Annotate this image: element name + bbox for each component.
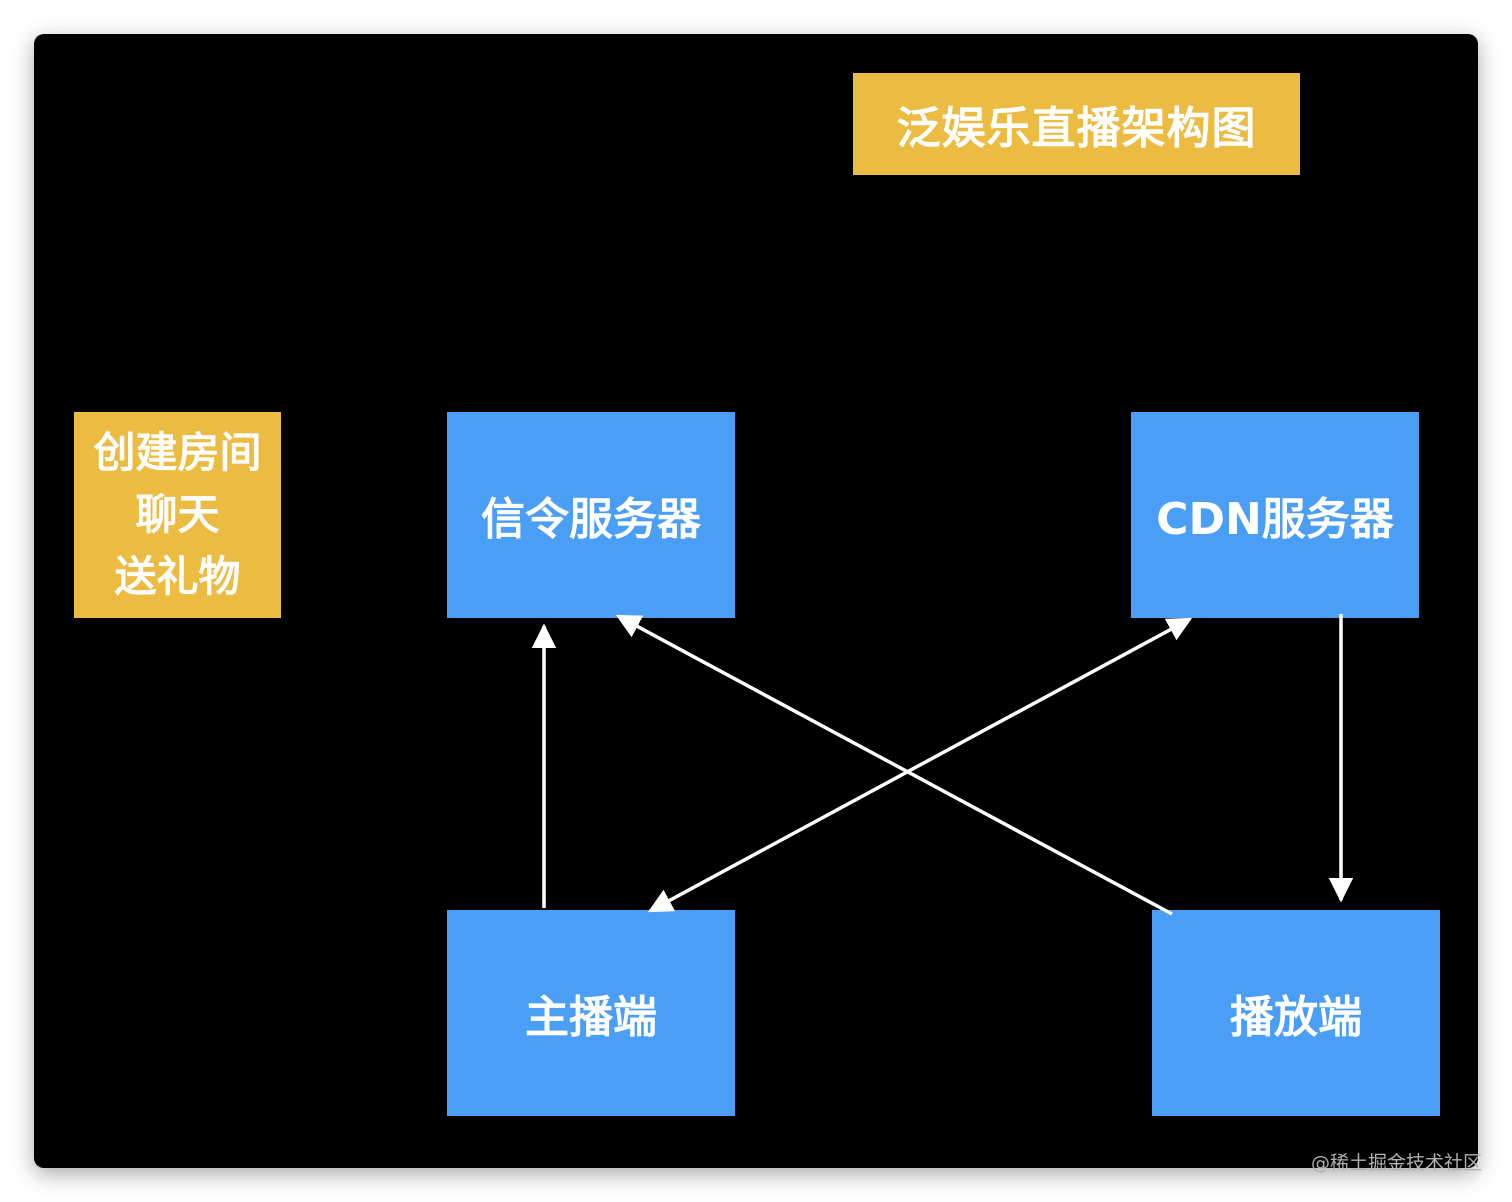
note-line-create-room: 创建房间: [93, 428, 262, 477]
node-host-client: 主播端: [447, 910, 735, 1116]
feature-note: 创建房间 聊天 送礼物: [74, 412, 281, 618]
node-cdn-server: CDN服务器: [1131, 412, 1419, 618]
edge-player-to-signal: [615, 614, 1173, 916]
edge-host-cdn: [647, 617, 1193, 913]
diagram-title: 泛娱乐直播架构图: [853, 73, 1300, 175]
diagram-canvas: 泛娱乐直播架构图 创建房间 聊天 送礼物 信令服务器 CDN服务器 主播端 播放…: [34, 34, 1478, 1168]
note-line-chat: 聊天: [135, 490, 220, 539]
node-player-client: 播放端: [1152, 910, 1440, 1116]
note-line-send-gift: 送礼物: [114, 552, 241, 601]
watermark: @稀土掘金技术社区: [1310, 1152, 1482, 1174]
node-signal-server: 信令服务器: [447, 412, 735, 618]
